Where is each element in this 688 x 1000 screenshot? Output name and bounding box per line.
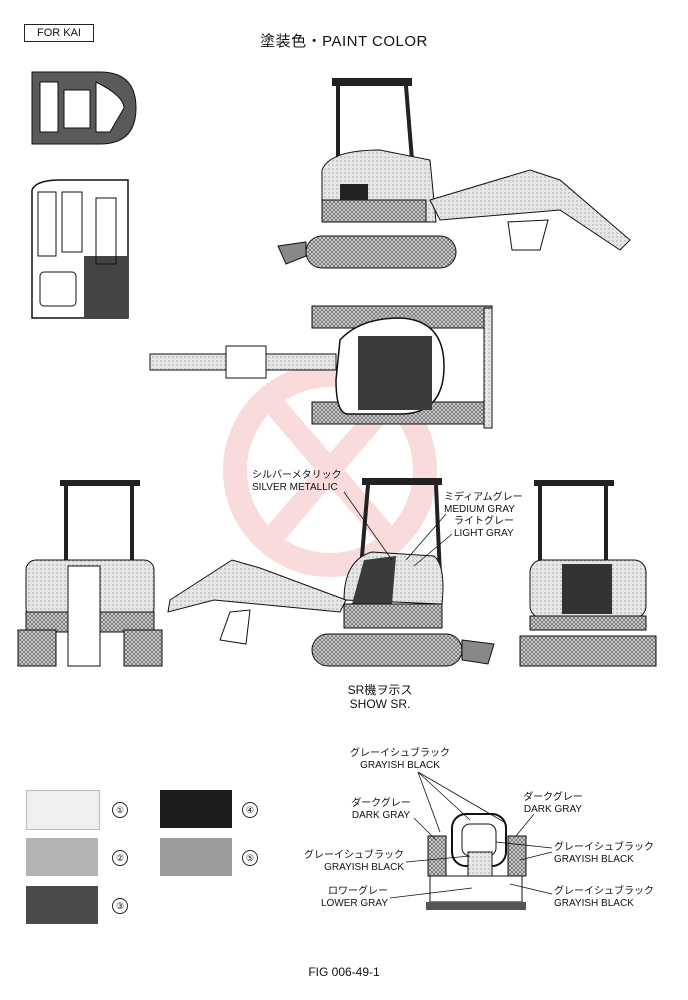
excavator-rear-view — [17, 480, 163, 667]
swatch-2 — [26, 838, 98, 876]
page-title: 塗装色・PAINT COLOR — [260, 33, 428, 50]
detail-drawing — [426, 813, 527, 910]
excavator-top-view — [149, 305, 493, 429]
swatch-4-number: ④ — [242, 802, 258, 818]
swatch-2-number: ② — [112, 850, 128, 866]
swatch-5-number: ⑤ — [242, 850, 258, 866]
swatch-1 — [26, 790, 100, 830]
excavator-front-view — [519, 480, 657, 667]
for-kai-tag: FOR KAI — [24, 24, 94, 42]
swatch-5 — [160, 838, 232, 876]
cab-top-view — [31, 71, 137, 145]
figure-number: FIG 006-49-1 — [308, 965, 380, 979]
swatch-1-number: ① — [112, 802, 128, 818]
swatch-3-number: ③ — [112, 898, 128, 914]
excavator-side-view — [277, 78, 631, 269]
swatch-3 — [26, 886, 98, 924]
swatch-4 — [160, 790, 232, 828]
cab-side-view — [31, 179, 129, 319]
detail-leaders — [389, 771, 553, 899]
callout-leaders — [343, 491, 453, 567]
excavator-side-view-sr — [167, 478, 495, 667]
